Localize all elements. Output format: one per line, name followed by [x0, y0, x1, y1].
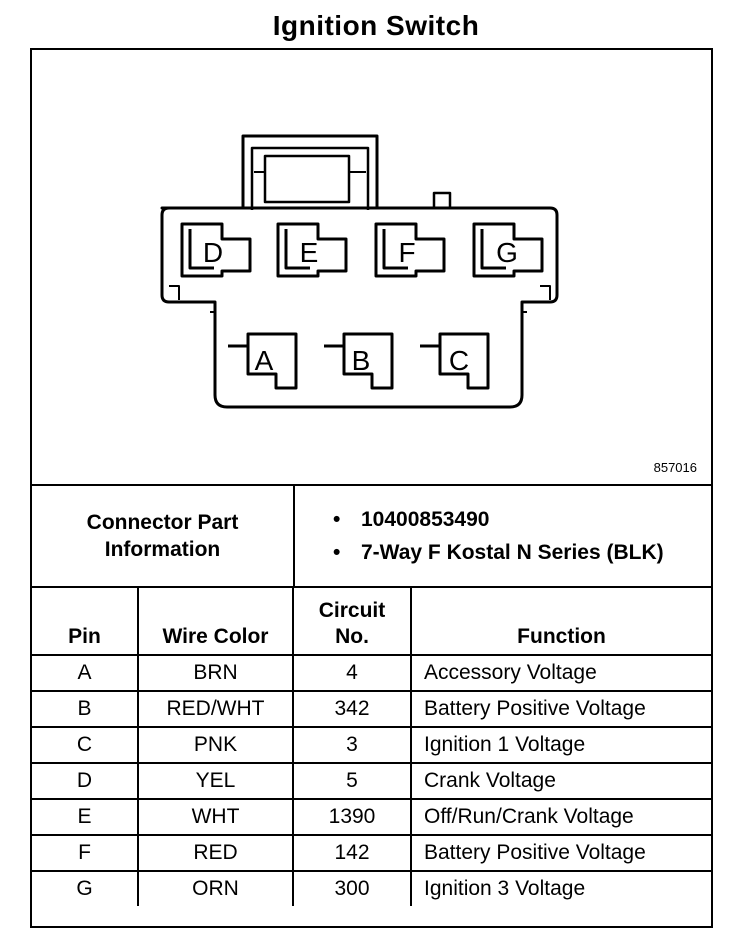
- connector-info-label: Connector Part Information: [32, 484, 295, 586]
- pin-label-d: D: [203, 237, 223, 268]
- cell-pin: C: [32, 726, 139, 764]
- cell-circuit: 3: [292, 726, 412, 764]
- page-title: Ignition Switch: [272, 10, 480, 41]
- cell-pin: A: [32, 654, 139, 692]
- cell-function: Off/Run/Crank Voltage: [410, 798, 711, 836]
- connector-latch: [241, 134, 379, 208]
- cell-function: Battery Positive Voltage: [410, 690, 711, 728]
- terminal-a-shape: [228, 332, 298, 390]
- pin-label-g: G: [496, 237, 518, 268]
- terminal-g-shape: [472, 222, 544, 278]
- cell-circuit: 342: [292, 690, 412, 728]
- cell-circuit: 5: [292, 762, 412, 800]
- cell-wire-color: BRN: [137, 654, 294, 692]
- cell-function: Battery Positive Voltage: [410, 834, 711, 872]
- pin-label-e: E: [300, 237, 319, 268]
- header-function: Function: [410, 586, 711, 656]
- table-row: B RED/WHT 342 Battery Positive Voltage: [32, 690, 711, 728]
- header-circuit-no: Circuit No.: [292, 586, 412, 656]
- connector-drawing: D E F G A B C: [160, 134, 559, 409]
- cell-pin: F: [32, 834, 139, 872]
- table-row: F RED 142 Battery Positive Voltage: [32, 834, 711, 872]
- cell-function: Accessory Voltage: [410, 654, 711, 692]
- cell-pin: D: [32, 762, 139, 800]
- figure-number: 857016: [653, 460, 697, 475]
- pin-label-a: A: [255, 345, 274, 376]
- cell-wire-color: PNK: [137, 726, 294, 764]
- table-row: G ORN 300 Ignition 3 Voltage: [32, 870, 711, 906]
- header-pin: Pin: [32, 586, 139, 656]
- header-wire-color: Wire Color: [137, 586, 294, 656]
- table-row: A BRN 4 Accessory Voltage: [32, 654, 711, 692]
- connector-diagram: D E F G A B C 857016: [32, 50, 711, 484]
- latch-tab: [263, 154, 351, 204]
- connector-frame: D E F G A B C 857016 Connector Part Info…: [30, 48, 713, 928]
- cell-pin: G: [32, 870, 139, 906]
- cell-wire-color: RED: [137, 834, 294, 872]
- cell-wire-color: YEL: [137, 762, 294, 800]
- cell-pin: B: [32, 690, 139, 728]
- cell-circuit: 142: [292, 834, 412, 872]
- table-row: D YEL 5 Crank Voltage: [32, 762, 711, 800]
- cell-function: Ignition 1 Voltage: [410, 726, 711, 764]
- cell-function: Ignition 3 Voltage: [410, 870, 711, 906]
- connector-info-list: 10400853490 7-Way F Kostal N Series (BLK…: [294, 484, 711, 586]
- table-row: C PNK 3 Ignition 1 Voltage: [32, 726, 711, 764]
- terminal-b-shape: [324, 332, 394, 390]
- cell-wire-color: ORN: [137, 870, 294, 906]
- cell-wire-color: WHT: [137, 798, 294, 836]
- connector-body: [160, 206, 559, 409]
- cell-circuit: 1390: [292, 798, 412, 836]
- cell-function: Crank Voltage: [410, 762, 711, 800]
- terminal-c-shape: [420, 332, 490, 390]
- table-row: E WHT 1390 Off/Run/Crank Voltage: [32, 798, 711, 836]
- terminal-d-shape: [180, 222, 252, 278]
- pin-table: Pin Wire Color Circuit No. Function A BR…: [32, 586, 711, 906]
- terminal-f-shape: [374, 222, 446, 278]
- cell-pin: E: [32, 798, 139, 836]
- cell-wire-color: RED/WHT: [137, 690, 294, 728]
- connector-part-info: Connector Part Information 10400853490 7…: [32, 484, 711, 586]
- terminal-e-shape: [276, 222, 348, 278]
- connector-description: 7-Way F Kostal N Series (BLK): [333, 536, 711, 569]
- pin-label-f: F: [398, 237, 415, 268]
- pin-label-c: C: [449, 345, 469, 376]
- pin-label-b: B: [352, 345, 371, 376]
- cell-circuit: 300: [292, 870, 412, 906]
- cell-circuit: 4: [292, 654, 412, 692]
- connector-part-number: 10400853490: [333, 503, 711, 536]
